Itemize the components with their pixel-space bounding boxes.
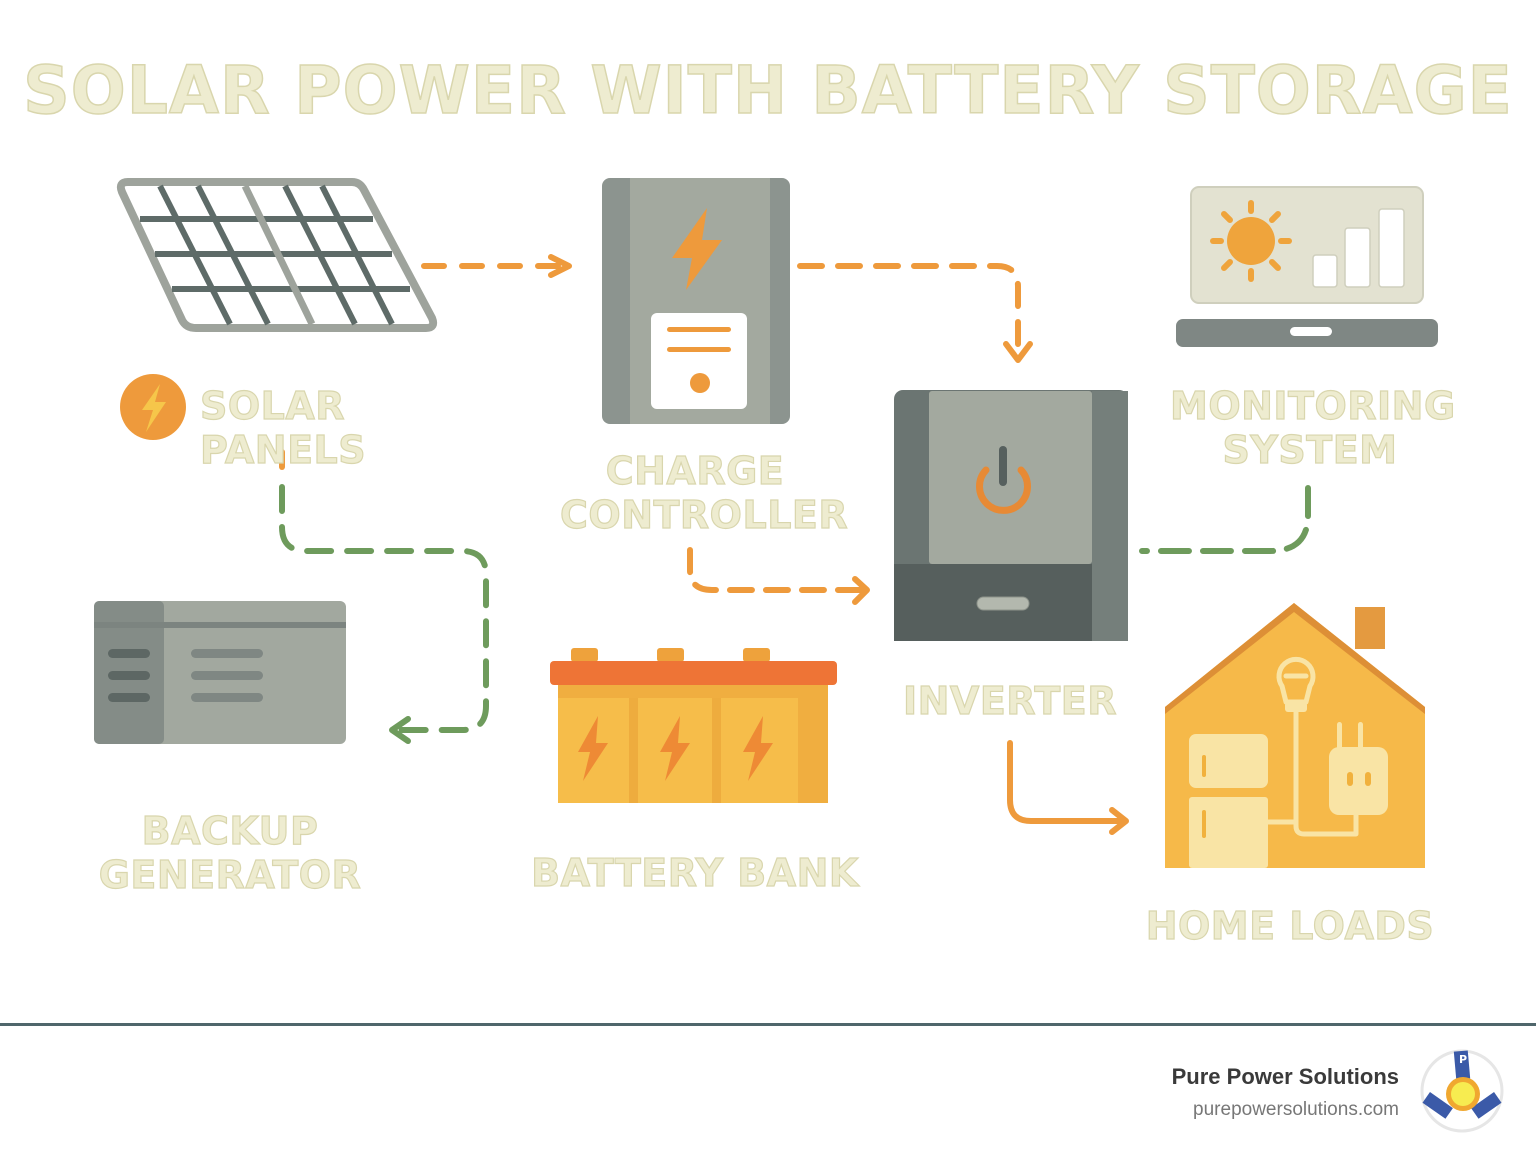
flow-inverter-to-home xyxy=(1007,740,1129,835)
bar-chart-icon xyxy=(1312,208,1405,288)
label-monitoring-system: MONITORING SYSTEM xyxy=(1169,384,1456,472)
flow-battery-to-inverter xyxy=(687,547,870,605)
generator-icon xyxy=(94,601,346,744)
diagram-title: SOLAR POWER WITH BATTERY STORAGE xyxy=(22,51,1513,130)
footer-divider xyxy=(0,1023,1536,1026)
solar-panel-icon xyxy=(116,178,438,332)
flow-controller-to-inverter xyxy=(797,263,1033,363)
label-charge-controller: CHARGE CONTROLLER xyxy=(559,449,849,537)
label-charge-controller-line2: CONTROLLER xyxy=(559,492,849,537)
plug-icon xyxy=(1329,722,1388,815)
label-solar-panels: SOLAR PANELS xyxy=(199,383,367,472)
flow-solar-to-controller xyxy=(421,254,572,278)
lightning-badge-icon xyxy=(120,374,186,440)
label-backup-line1: BACKUP xyxy=(141,809,319,854)
laptop-monitor-icon xyxy=(1176,186,1438,347)
inverter-power-icon xyxy=(894,390,1128,641)
brand-url[interactable]: purepowersolutions.com xyxy=(1193,1099,1399,1120)
label-battery-bank: BATTERY BANK xyxy=(531,851,859,896)
flow-monitoring-to-inverter xyxy=(1139,485,1311,554)
label-home-loads: HOME LOADS xyxy=(1145,904,1435,949)
label-monitoring-line1: MONITORING xyxy=(1169,384,1456,429)
label-inverter: INVERTER xyxy=(902,679,1117,724)
flow-solar-to-generator xyxy=(279,449,489,744)
svg-text:P: P xyxy=(1459,1053,1467,1066)
label-monitoring-line2: SYSTEM xyxy=(1222,427,1398,472)
charge-controller-icon xyxy=(602,178,790,424)
pure-power-logo-icon: P xyxy=(1420,1049,1504,1133)
fridge-icon xyxy=(1189,734,1268,868)
battery-icon xyxy=(550,648,837,803)
house-icon xyxy=(1165,603,1425,868)
label-charge-controller-line1: CHARGE xyxy=(605,449,785,494)
label-backup-generator: BACKUP GENERATOR xyxy=(90,809,370,897)
label-backup-line2: GENERATOR xyxy=(98,852,362,897)
diagram-canvas xyxy=(94,178,1438,868)
sun-icon xyxy=(1210,200,1292,282)
brand-name: Pure Power Solutions xyxy=(1171,1064,1399,1089)
light-bulb-icon xyxy=(1276,656,1316,705)
